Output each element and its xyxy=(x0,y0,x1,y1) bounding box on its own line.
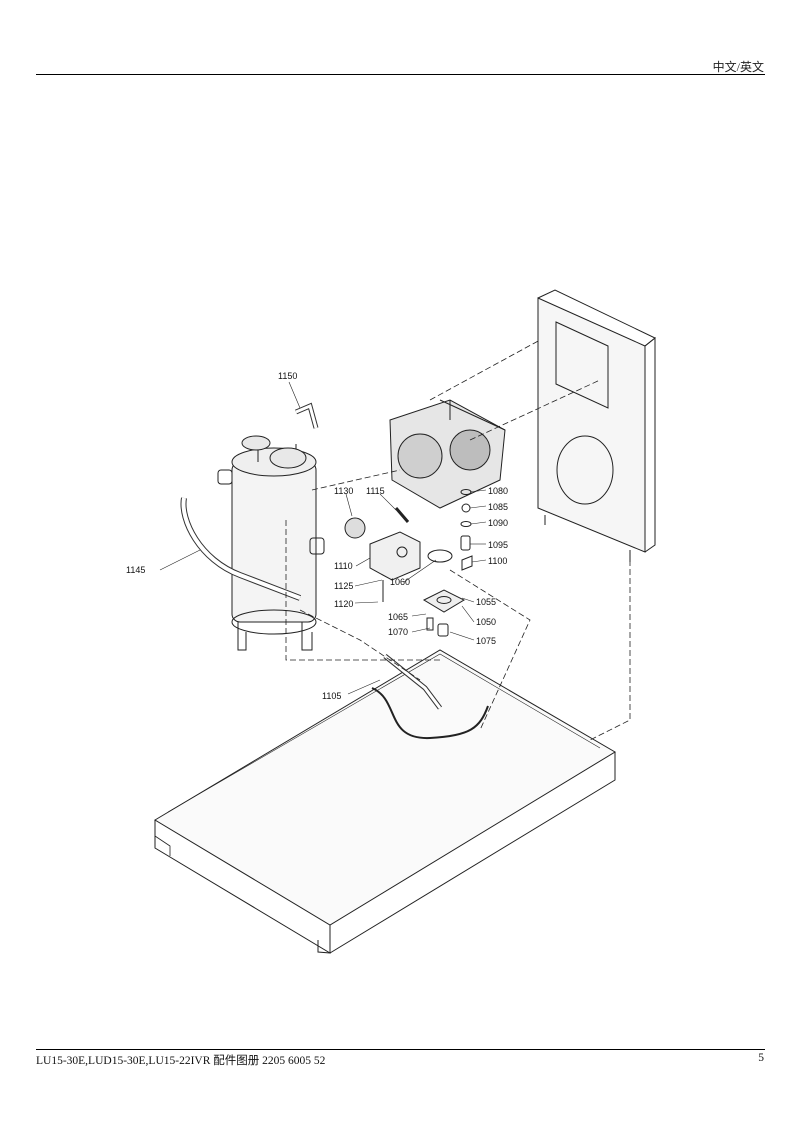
small-parts xyxy=(460,489,473,571)
pipe-1145 xyxy=(180,497,302,601)
callout-1095: 1095 xyxy=(488,540,508,550)
callout-1120: 1120 xyxy=(334,599,353,609)
elbow-1150 xyxy=(295,402,319,429)
callout-1060: 1060 xyxy=(390,577,410,587)
callout-1065: 1065 xyxy=(388,612,408,622)
footer-document-title: LU15-30E,LUD15-30E,LU15-22IVR 配件图册 2205 … xyxy=(36,1055,326,1067)
callout-1115: 1115 xyxy=(366,486,385,496)
footer-page-number: 5 xyxy=(758,1052,764,1064)
callout-1100: 1100 xyxy=(488,556,507,566)
callout-1080: 1080 xyxy=(488,486,508,496)
header-language-label: 中文/英文 xyxy=(712,60,764,74)
callout-1085: 1085 xyxy=(488,502,508,512)
flange-1050 xyxy=(422,589,466,637)
motor-panel xyxy=(537,289,656,562)
block-1110 xyxy=(344,507,453,602)
assembly-lines xyxy=(285,339,631,741)
footer-rule xyxy=(36,1049,765,1050)
callout-1145: 1145 xyxy=(126,565,145,575)
receiver-tank xyxy=(217,435,325,651)
leader-lines xyxy=(159,381,487,695)
base-frame xyxy=(154,649,616,954)
compressor-element xyxy=(389,399,506,509)
callout-1050: 1050 xyxy=(476,617,496,627)
callout-1125: 1125 xyxy=(334,581,353,591)
callout-1110: 1110 xyxy=(334,561,353,571)
header-rule xyxy=(36,74,765,75)
callout-1130: 1130 xyxy=(334,486,353,496)
callout-1075: 1075 xyxy=(476,636,496,646)
callout-1090: 1090 xyxy=(488,518,508,528)
callout-1150: 1150 xyxy=(278,371,297,381)
callout-1105: 1105 xyxy=(322,691,341,701)
callout-1055: 1055 xyxy=(476,597,496,607)
hose-1105 xyxy=(371,654,489,740)
callout-1070: 1070 xyxy=(388,627,408,637)
